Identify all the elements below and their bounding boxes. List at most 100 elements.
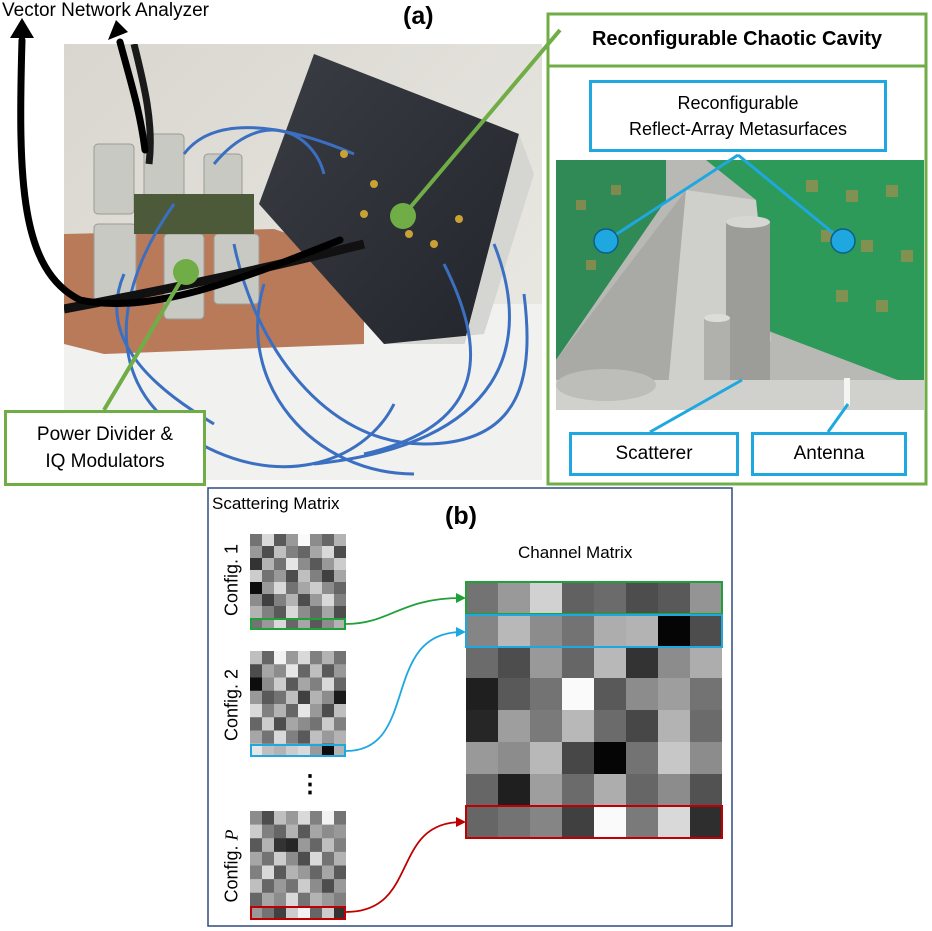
config-1-cell bbox=[274, 534, 287, 547]
channel-cell bbox=[658, 774, 691, 807]
arrow-config2-to-row2 bbox=[345, 631, 463, 752]
config-1-cell bbox=[286, 594, 299, 607]
config-p-cell bbox=[274, 811, 287, 825]
config-p-cell bbox=[334, 892, 346, 907]
channel-cell bbox=[562, 742, 595, 775]
arrowhead-configP bbox=[456, 817, 466, 827]
config-2-cell bbox=[286, 704, 299, 718]
channel-cell bbox=[530, 774, 563, 807]
config-2-cell bbox=[298, 743, 311, 757]
config-2-cell bbox=[298, 677, 311, 692]
channel-cell bbox=[690, 806, 722, 838]
antenna-label: Antenna bbox=[793, 443, 865, 464]
arrow-configP-to-rowP bbox=[345, 821, 463, 913]
divider-label-line1: Power Divider & bbox=[36, 424, 174, 445]
config-2-cell bbox=[250, 730, 263, 745]
config-p-cell bbox=[286, 906, 299, 920]
vna-label: Vector Network Analyzer bbox=[2, 0, 209, 21]
config-p-cell bbox=[274, 851, 287, 866]
config-1-cell bbox=[250, 594, 263, 607]
config-2-cell bbox=[310, 664, 323, 678]
config-p-cell bbox=[334, 811, 346, 825]
config-2-cell bbox=[334, 717, 346, 731]
cavity-green-frame bbox=[546, 12, 928, 486]
config-2-cell bbox=[262, 704, 275, 718]
channel-cell bbox=[498, 742, 531, 775]
channel-cell bbox=[594, 646, 627, 679]
channel-cell bbox=[466, 582, 499, 615]
config-p-cell bbox=[274, 906, 287, 920]
config-2-row-highlight bbox=[250, 744, 346, 757]
config-p-cell bbox=[310, 879, 323, 894]
config-p-cell bbox=[286, 824, 299, 839]
config-1-cell bbox=[322, 570, 335, 583]
config-1-cell bbox=[286, 606, 299, 619]
config-2-cell bbox=[334, 664, 346, 678]
divider-label-line2: IQ Modulators bbox=[45, 451, 165, 472]
cavity-pointer-line bbox=[401, 28, 562, 218]
config-1-cell bbox=[262, 570, 275, 583]
channel-cell bbox=[658, 614, 691, 647]
config-p-cell bbox=[310, 892, 323, 907]
config-1-scattering-matrix bbox=[250, 534, 346, 630]
channel-cell bbox=[658, 742, 691, 775]
config-1-cell bbox=[310, 570, 323, 583]
channel-cell bbox=[690, 774, 722, 807]
config-2-cell bbox=[274, 717, 287, 731]
config-1-cell bbox=[274, 606, 287, 619]
config-2-cell bbox=[310, 690, 323, 705]
config-2-cell bbox=[250, 717, 263, 731]
config-2-cell bbox=[298, 651, 311, 665]
channel-row-p-highlight bbox=[465, 805, 723, 839]
config-p-cell bbox=[286, 865, 299, 880]
channel-cell bbox=[626, 614, 659, 647]
config-1-cell bbox=[310, 606, 323, 619]
config-2-cell bbox=[286, 651, 299, 665]
config-p-cell bbox=[310, 851, 323, 866]
config-2-cell bbox=[250, 677, 263, 692]
channel-cell bbox=[594, 582, 627, 615]
config-p-cell bbox=[310, 906, 323, 920]
channel-cell bbox=[626, 774, 659, 807]
config-2-cell bbox=[286, 743, 299, 757]
config-p-cell bbox=[310, 811, 323, 825]
vna-arrow-left bbox=[10, 18, 34, 38]
config-1-cell bbox=[250, 618, 263, 630]
channel-cell bbox=[626, 678, 659, 711]
config-2-cell bbox=[322, 743, 335, 757]
channel-cell bbox=[466, 806, 499, 838]
config-p-cell bbox=[334, 824, 346, 839]
config-p-cell bbox=[262, 838, 275, 853]
config-2-cell bbox=[298, 690, 311, 705]
config-2-cell bbox=[322, 664, 335, 678]
cavity-interior-photo bbox=[556, 160, 924, 410]
config-1-cell bbox=[274, 570, 287, 583]
config-1-cell bbox=[298, 558, 311, 571]
channel-cell bbox=[690, 678, 722, 711]
config-2-cell bbox=[310, 677, 323, 692]
config-p-cell bbox=[322, 879, 335, 894]
antenna-label-box: Antenna bbox=[751, 432, 907, 476]
metasurface-label-box: Reconfigurable Reflect-Array Metasurface… bbox=[589, 80, 887, 152]
config-p-cell bbox=[322, 906, 335, 920]
config-1-cell bbox=[322, 582, 335, 595]
config-p-cell bbox=[262, 892, 275, 907]
channel-cell bbox=[594, 614, 627, 647]
config-p-cell bbox=[298, 892, 311, 907]
config-2-cell bbox=[286, 690, 299, 705]
divider-pointer-line bbox=[102, 270, 188, 412]
config-p-cell bbox=[322, 865, 335, 880]
channel-cell bbox=[690, 742, 722, 775]
channel-cell bbox=[498, 582, 531, 615]
config-p-cell bbox=[286, 838, 299, 853]
config-1-cell bbox=[322, 558, 335, 571]
config-2-cell bbox=[298, 664, 311, 678]
config-1-cell bbox=[298, 606, 311, 619]
channel-cell bbox=[594, 678, 627, 711]
config-2-cell bbox=[262, 743, 275, 757]
config-1-cell bbox=[322, 618, 335, 630]
metasurface-label-line1: Reconfigurable bbox=[677, 93, 799, 113]
channel-row-2-highlight bbox=[465, 614, 723, 648]
config-p-cell bbox=[262, 879, 275, 894]
panel-b-frame bbox=[207, 487, 733, 927]
